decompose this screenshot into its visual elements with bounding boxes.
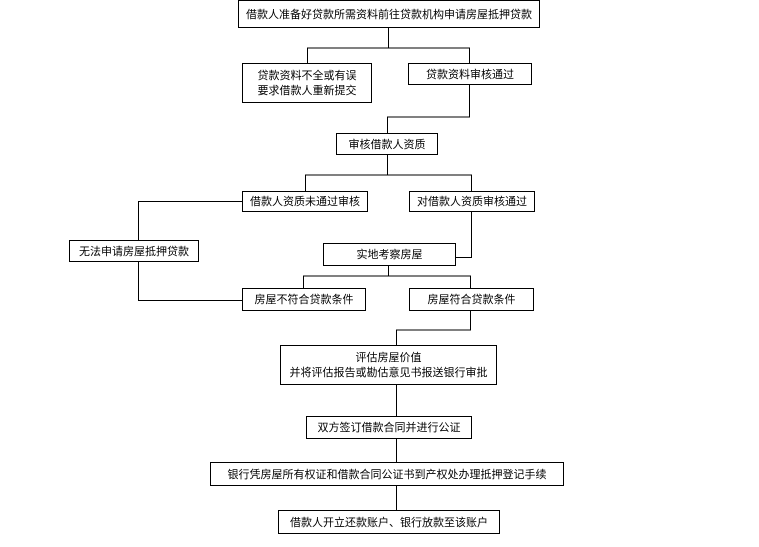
docs-incomplete-box: 贷款资料不全或有误 要求借款人重新提交 [242, 63, 372, 103]
mortgage-registration-box: 银行凭房屋所有权证和借款合同公证书到产权处办理抵押登记手续 [210, 462, 564, 486]
review-qualification-text: 审核借款人资质 [348, 137, 426, 151]
inspect-property-text: 实地考察房屋 [356, 248, 423, 261]
sign-contract-text: 双方签订借款合同并进行公证 [317, 421, 461, 434]
connector-review-split [305, 155, 472, 191]
mortgage-registration-text: 银行凭房屋所有权证和借款合同公证书到产权处办理抵押登记手续 [227, 467, 547, 481]
sign-contract-box: 双方签订借款合同并进行公证 [306, 416, 472, 439]
docs-incomplete-line2: 要求借款人重新提交 [257, 84, 357, 97]
connector-approved-to-review [387, 85, 470, 133]
apply-loan-box: 借款人准备好贷款所需资料前往贷款机构申请房屋抵押贷款 [238, 0, 540, 28]
apply-loan-text: 借款人准备好贷款所需资料前往贷款机构申请房屋抵押贷款 [246, 7, 532, 21]
appraise-line2: 并将评估报告或勘估意见书报送银行审批 [289, 366, 488, 379]
review-qualification-box: 审核借款人资质 [336, 133, 438, 155]
cannot-apply-box: 无法申请房屋抵押贷款 [69, 240, 199, 262]
connector-failed-to-cannot [138, 201, 242, 240]
open-account-text: 借款人开立还款账户、银行放款至该账户 [290, 515, 488, 529]
appraise-box: 评估房屋价值 并将评估报告或勘估意见书报送银行审批 [280, 345, 497, 385]
connector-qualified-to-appraise [396, 311, 471, 345]
appraise-line1: 评估房屋价值 [355, 351, 422, 364]
docs-approved-text: 贷款资料审核通过 [426, 67, 514, 81]
property-not-qualified-text: 房屋不符合贷款条件 [254, 293, 354, 306]
docs-incomplete-line1: 贷款资料不全或有误 [257, 69, 357, 82]
cannot-apply-text: 无法申请房屋抵押贷款 [79, 244, 189, 258]
connector-top-split [307, 28, 470, 63]
qualification-failed-text: 借款人资质未通过审核 [250, 195, 360, 208]
connector-inspect-split [303, 266, 471, 288]
connector-cannot-to-notqualified [138, 262, 242, 301]
qualification-failed-box: 借款人资质未通过审核 [242, 191, 368, 212]
property-not-qualified-box: 房屋不符合贷款条件 [242, 288, 366, 311]
qualification-passed-box: 对借款人资质审核通过 [409, 191, 535, 212]
open-account-box: 借款人开立还款账户、银行放款至该账户 [278, 510, 500, 534]
connector-passed-to-inspect [456, 212, 472, 258]
inspect-property-box: 实地考察房屋 [323, 243, 456, 266]
property-qualified-text: 房屋符合贷款条件 [427, 293, 516, 306]
property-qualified-box: 房屋符合贷款条件 [409, 288, 534, 311]
qualification-passed-text: 对借款人资质审核通过 [417, 195, 527, 208]
docs-approved-box: 贷款资料审核通过 [408, 63, 532, 85]
